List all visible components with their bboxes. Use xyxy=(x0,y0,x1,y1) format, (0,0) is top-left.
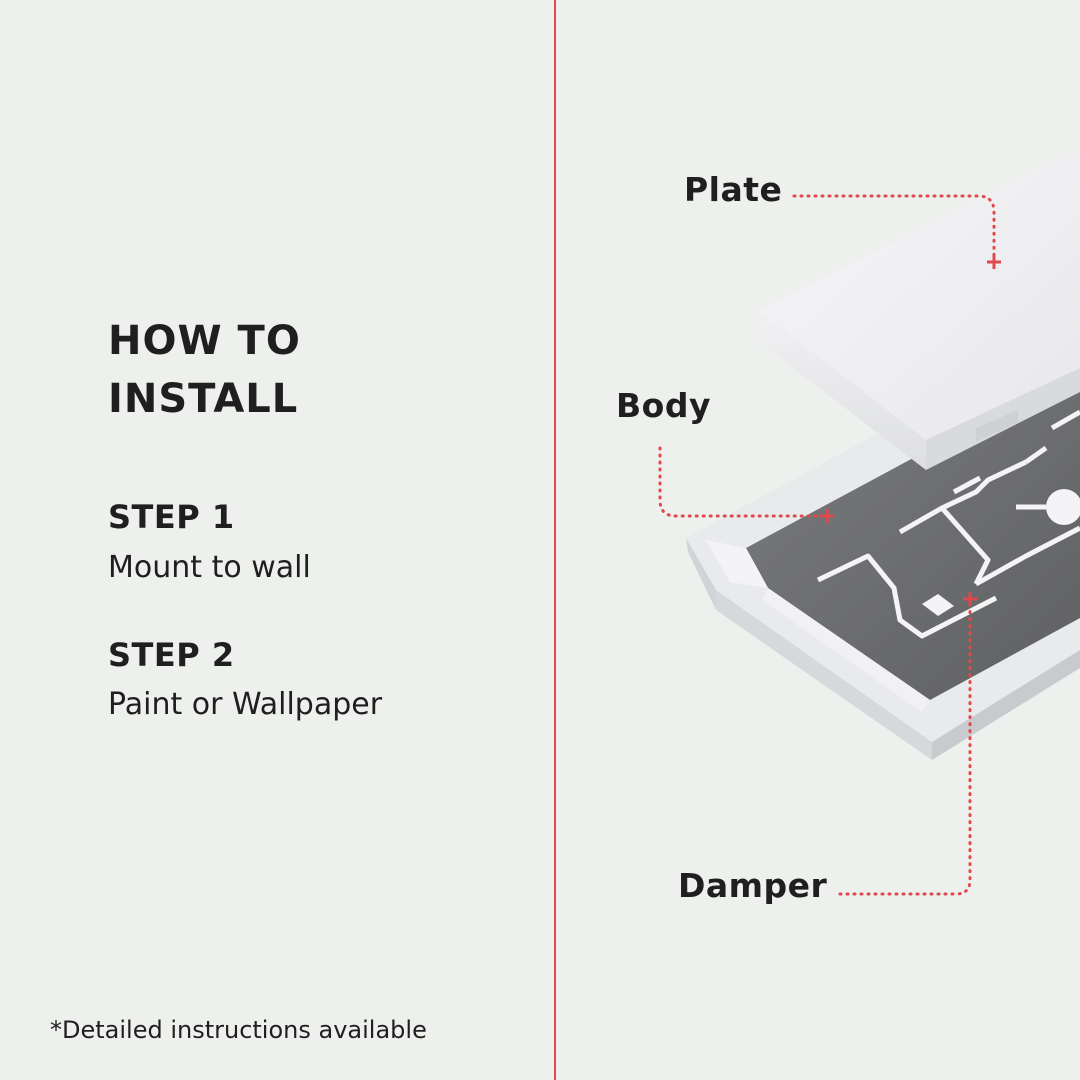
damper-pattern xyxy=(816,409,1080,639)
footnote: *Detailed instructions available xyxy=(50,1016,427,1044)
title-line-1: HOW TO xyxy=(108,318,301,364)
plate-part xyxy=(758,150,1080,470)
step-2-text: Paint or Wallpaper xyxy=(108,687,383,722)
body-leader xyxy=(658,446,820,518)
vent-exploded-illustration xyxy=(658,150,1080,896)
body-marker xyxy=(820,509,834,523)
leader-lines xyxy=(658,194,996,896)
vertical-divider xyxy=(554,0,556,1080)
damper-hole xyxy=(1046,489,1080,525)
step-1-text: Mount to wall xyxy=(108,550,311,585)
damper-square xyxy=(922,594,954,616)
damper-marker xyxy=(963,592,977,606)
plate-leader xyxy=(792,194,996,258)
body-label: Body xyxy=(616,386,711,425)
step-2-heading: STEP 2 xyxy=(108,636,235,674)
plate-label: Plate xyxy=(684,170,783,209)
page-title: HOW TO INSTALL xyxy=(108,312,508,428)
damper-label: Damper xyxy=(678,866,828,905)
plate-marker xyxy=(987,255,1001,269)
title-line-2: INSTALL xyxy=(108,376,299,422)
damper-leader xyxy=(838,604,972,896)
step-1-heading: STEP 1 xyxy=(108,498,235,536)
body-frame xyxy=(686,352,1080,760)
